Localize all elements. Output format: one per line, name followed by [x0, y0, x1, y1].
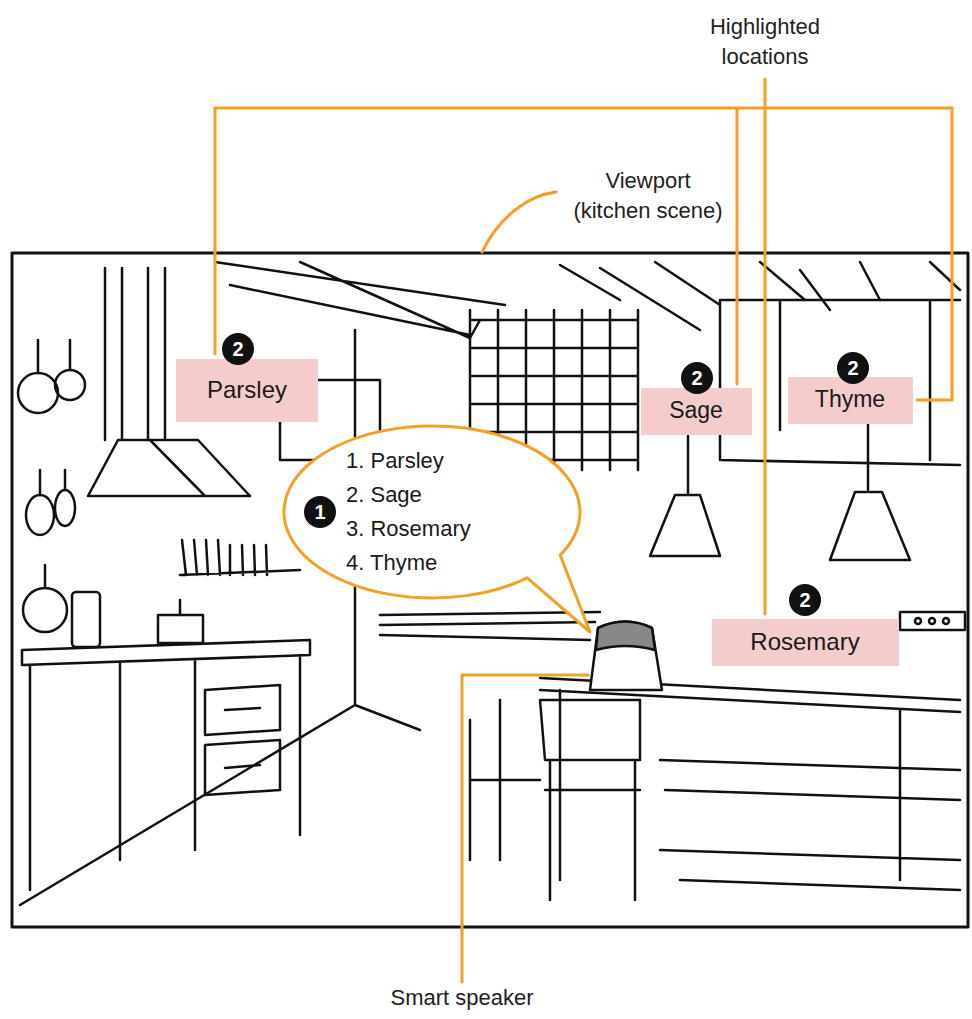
smart-speaker: [590, 622, 662, 691]
pan-handles: [38, 340, 70, 588]
outlet-socket: [915, 618, 921, 624]
wall-corner: [20, 330, 420, 905]
leader-line: [482, 192, 556, 252]
list-item: 2. Sage: [346, 478, 471, 512]
leader-line: [917, 108, 952, 400]
callout-number: 2: [837, 352, 869, 384]
callout-number: 2: [681, 362, 713, 394]
viewport-frame: [12, 253, 968, 927]
leader-line: [736, 108, 739, 384]
chairs: [470, 700, 640, 900]
herb-name: Thyme: [815, 386, 885, 414]
list-item: 1. Parsley: [346, 444, 471, 478]
herb-name: Rosemary: [750, 628, 859, 657]
pan: [23, 588, 67, 632]
outlet-socket: [943, 618, 949, 624]
text-group: Parsley: [207, 376, 287, 405]
pot: [158, 615, 203, 643]
pendant-lamps: [650, 424, 910, 560]
upper-cabinets: [720, 300, 960, 465]
leader-line: [215, 107, 952, 110]
callout-number: 2: [222, 333, 254, 365]
bubble-shape: [284, 426, 590, 632]
annotation-label: Viewport (kitchen scene): [568, 166, 728, 225]
list-item: 3. Rosemary: [346, 512, 471, 546]
dining-table: [540, 678, 960, 890]
leader-line: [214, 108, 217, 354]
text-group: Thyme: [815, 386, 885, 414]
callout-number: 1: [304, 496, 336, 528]
pan: [55, 370, 85, 400]
highlight-box: Parsley: [176, 359, 318, 422]
kitchen-counter: [22, 640, 310, 890]
callout-number: 2: [789, 584, 821, 616]
pan: [55, 490, 75, 526]
annotation-label: Highlighted locations: [690, 12, 840, 71]
power-outlet: [900, 612, 965, 630]
back-counter: [380, 612, 600, 640]
pan: [18, 373, 58, 413]
herb-name: Sage: [669, 397, 723, 425]
cutting-board: [72, 592, 100, 647]
annotation-label: Smart speaker: [362, 983, 562, 1013]
pot-handle: [179, 600, 182, 615]
text-group: Sage: [669, 397, 723, 425]
text-group: Rosemary: [750, 628, 859, 657]
text-group: 1. Parsley2. Sage3. Rosemary4. Thyme: [346, 444, 471, 580]
list-item: 4. Thyme: [346, 546, 471, 580]
pan: [26, 495, 54, 535]
leader-line: [764, 79, 767, 614]
dish-rack: [180, 540, 300, 575]
outlet-socket: [929, 618, 935, 624]
highlight-box: Sage: [641, 388, 752, 435]
highlight-box: Rosemary: [712, 619, 899, 666]
speaker-mesh: [596, 622, 655, 651]
leader-line: [462, 675, 588, 982]
herb-name: Parsley: [207, 376, 287, 405]
